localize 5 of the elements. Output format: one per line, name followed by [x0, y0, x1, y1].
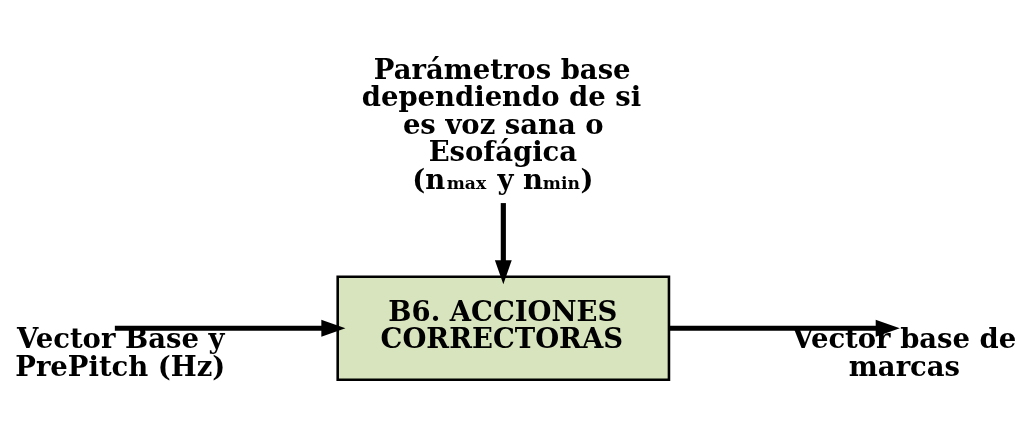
arrow	[494, 202, 512, 284]
arrow	[114, 319, 346, 337]
node-box: B6. ACCIONES CORRECTORAS	[336, 274, 671, 381]
node-text: Parámetros base dependiendo de si es voz sana o Esofágica (nmax y nmin)	[361, 52, 642, 195]
arrow	[669, 319, 900, 337]
